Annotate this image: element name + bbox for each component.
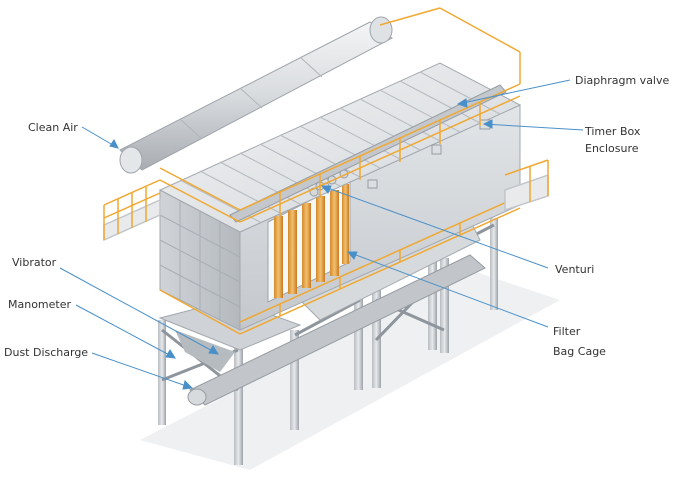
leader-dust-discharge [91, 352, 193, 389]
leader-venturi [321, 185, 549, 269]
walkway-railings [103, 7, 549, 335]
label-filter-line1: Filter [553, 325, 581, 338]
leader-filter [347, 251, 549, 328]
leader-manometer [75, 304, 176, 359]
leader-diaphragm-valve [457, 79, 571, 105]
label-venturi: Venturi [555, 263, 595, 276]
label-filter-line2: Bag Cage [553, 345, 606, 358]
dust-discharge-conveyor [187, 254, 486, 406]
label-diaphragm-valve: Diaphragm valve [575, 74, 670, 87]
leader-lines [59, 79, 584, 390]
label-dust-discharge: Dust Discharge [4, 346, 89, 359]
label-timer-box-line2: Enclosure [585, 142, 639, 155]
label-timer-box-line1: Timer Box [585, 125, 641, 138]
label-vibrator: Vibrator [12, 256, 57, 269]
leader-vibrator [59, 267, 219, 355]
clean-air-duct [119, 16, 393, 174]
leader-timer-box [483, 123, 584, 131]
ground-shadow [140, 270, 560, 470]
label-clean-air: Clean Air [28, 121, 78, 134]
label-manometer: Manometer [8, 298, 72, 311]
filter-bags [274, 184, 349, 298]
